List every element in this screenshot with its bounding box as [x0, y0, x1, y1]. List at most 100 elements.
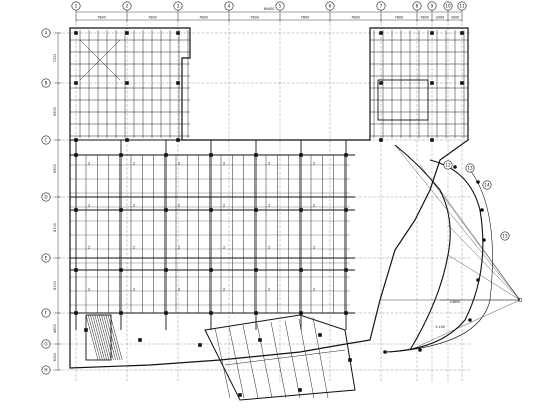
axis-bubble-label: B [45, 81, 48, 86]
column [299, 268, 303, 272]
axis-bubble-circle [41, 253, 51, 263]
axis-bubble-circle [71, 1, 81, 11]
curved-column [476, 278, 480, 282]
top-segment-dimension: 7800 [351, 16, 360, 20]
column [74, 268, 78, 272]
beam-label: KL [132, 245, 136, 249]
axis-bubble-label: G [44, 342, 47, 347]
curved-wing [380, 144, 523, 354]
beam-label: KL [87, 203, 91, 207]
column [430, 31, 434, 35]
left-segment-dimension: 7200 [53, 54, 57, 63]
column [430, 81, 434, 85]
column [119, 153, 123, 157]
beam-label: KL [267, 287, 271, 291]
column [176, 138, 180, 142]
column [344, 153, 348, 157]
axis-bubble-left: G [41, 339, 51, 349]
column [254, 311, 258, 315]
axis-bubble-circle [465, 163, 475, 173]
axis-bubble-circle [41, 365, 51, 375]
top-segment-dimension: 7800 [148, 16, 157, 20]
axis-bubble-label: 5 [279, 4, 282, 9]
column [344, 268, 348, 272]
axis-bubble-circle [443, 1, 453, 11]
axis-bubble-top: 9 [427, 1, 437, 11]
column [119, 311, 123, 315]
axis-bubble-top: 1 [71, 1, 81, 11]
beam-label: KL [267, 245, 271, 249]
column [74, 311, 78, 315]
axis-bubble-circle [275, 1, 285, 11]
column [209, 153, 213, 157]
wing-dimension: 24600 [450, 300, 461, 304]
axis-bubble-circle [427, 1, 437, 11]
axis-bubble-label: 1 [75, 4, 78, 9]
axis-bubble-label: 9 [431, 4, 434, 9]
columns [74, 31, 464, 397]
beam-label: KL [222, 245, 226, 249]
hatch-line [94, 314, 108, 361]
column [119, 268, 123, 272]
beam-label: KL [222, 203, 226, 207]
column [379, 31, 383, 35]
column [138, 338, 142, 342]
axis-bubble-label: H [44, 368, 47, 373]
left-segment-dimension: 8100 [53, 223, 57, 232]
curved-column [480, 208, 484, 212]
hatch-line [85, 314, 99, 361]
axis-bubble-top: 2 [122, 1, 132, 11]
beam-label: KL [222, 287, 226, 291]
column [176, 31, 180, 35]
hatch-line [109, 314, 123, 361]
top-segment-dimension: 7800 [420, 16, 429, 20]
axis-bubble-label: 3 [177, 4, 180, 9]
curved-column [453, 165, 457, 169]
beam-label: KL [132, 161, 136, 165]
hatch-line [87, 314, 101, 361]
annex-beam [228, 326, 245, 399]
column [348, 358, 352, 362]
beam-label: KL [132, 203, 136, 207]
axis-bubble-curved: 13 [465, 163, 475, 173]
left-segment-dimension: 4800 [53, 324, 57, 333]
axis-bubble-label: 4 [228, 4, 231, 9]
axis-bubble-circle [500, 231, 510, 241]
hatch-line [96, 314, 110, 361]
column [299, 153, 303, 157]
column [254, 208, 258, 212]
hatch-line [107, 314, 121, 361]
column [430, 138, 434, 142]
beam-label: KL [312, 203, 316, 207]
column [74, 208, 78, 212]
column [298, 388, 302, 392]
curved-column [418, 348, 422, 352]
beam-label: KL [87, 287, 91, 291]
top-segment-dimension: 7800 [97, 16, 106, 20]
column [344, 311, 348, 315]
column [254, 268, 258, 272]
left-segment-dimension: 6000 [53, 353, 57, 362]
column [164, 311, 168, 315]
annex-beam [242, 324, 259, 399]
column [125, 31, 129, 35]
axis-bubble-label: 6 [329, 4, 332, 9]
column [164, 208, 168, 212]
axis-bubble-label: 12 [445, 163, 451, 168]
column [344, 208, 348, 212]
building-outline [69, 27, 469, 369]
axis-bubble-circle [173, 1, 183, 11]
axis-bubble-circle [412, 1, 422, 11]
axis-bubble-label: A [45, 31, 48, 36]
curved-column [476, 180, 480, 184]
column [119, 208, 123, 212]
hatch-line [105, 314, 119, 361]
column [176, 81, 180, 85]
axis-bubble-circle [41, 78, 51, 88]
annex-beam [312, 317, 329, 399]
axis-bubble-circle [376, 1, 386, 11]
column [258, 338, 262, 342]
